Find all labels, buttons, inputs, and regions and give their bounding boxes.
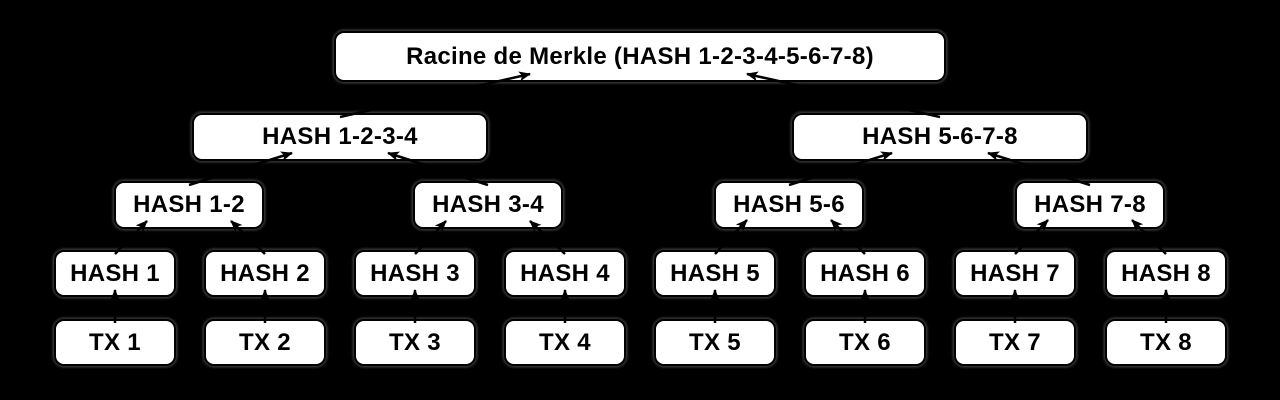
node-tx-6: TX 6 [804, 319, 926, 366]
node-hash-7: HASH 7 [954, 250, 1076, 297]
node-hash-6: HASH 6 [804, 250, 926, 297]
node-hash-5-6-7-8: HASH 5-6-7-8 [792, 113, 1088, 161]
node-hash-4: HASH 4 [504, 250, 626, 297]
node-tx-5: TX 5 [654, 319, 776, 366]
node-hash-1-2: HASH 1-2 [114, 181, 264, 229]
node-hash-3-4: HASH 3-4 [413, 181, 563, 229]
node-merkle-root: Racine de Merkle (HASH 1-2-3-4-5-6-7-8) [334, 31, 946, 82]
node-hash-8: HASH 8 [1105, 250, 1227, 297]
node-tx-8: TX 8 [1105, 319, 1227, 366]
node-tx-2: TX 2 [204, 319, 326, 366]
node-hash-1-2-3-4: HASH 1-2-3-4 [192, 113, 488, 161]
node-hash-1: HASH 1 [54, 250, 176, 297]
node-hash-5: HASH 5 [654, 250, 776, 297]
node-tx-1: TX 1 [54, 319, 176, 366]
node-hash-5-6: HASH 5-6 [714, 181, 864, 229]
node-hash-3: HASH 3 [354, 250, 476, 297]
node-hash-7-8: HASH 7-8 [1015, 181, 1165, 229]
node-tx-3: TX 3 [354, 319, 476, 366]
node-tx-4: TX 4 [504, 319, 626, 366]
node-hash-2: HASH 2 [204, 250, 326, 297]
node-tx-7: TX 7 [954, 319, 1076, 366]
